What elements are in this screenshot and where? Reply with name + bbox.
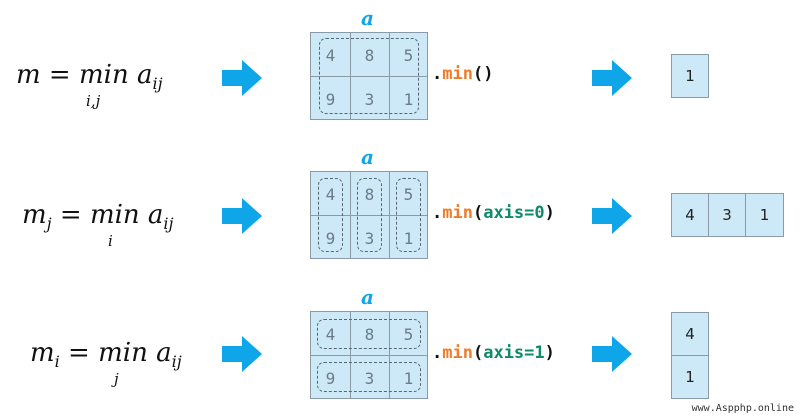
dashed-group [357,178,382,252]
formula-subscript: i [108,232,113,250]
formula-main: mi = min aij [30,338,182,372]
matrix-label: a [361,285,374,309]
result-grid: 4 1 [671,312,709,399]
matrix-cell: 3 [364,89,375,109]
formula-main: mj = min aij [22,200,174,234]
dashed-group [318,178,343,252]
arrow-right-icon [592,60,632,96]
matrix-cell: 1 [403,89,414,109]
matrix-cell: 1 [403,228,414,248]
result-grid: 4 3 1 [671,193,784,237]
matrix-cell: 4 [325,184,336,204]
matrix-cell: 5 [403,45,414,65]
code-expression: .min(axis=1) [432,343,555,363]
arrow-right-icon [592,336,632,372]
dashed-group [317,319,421,349]
arrow-right-icon [222,336,262,372]
formula-subscript: j [114,370,119,388]
result-cell: 4 [672,313,708,356]
arrow-right-icon [222,198,262,234]
matrix-cell: 9 [325,228,336,248]
result-grid: 1 [671,54,709,98]
matrix-cell: 4 [325,324,336,344]
matrix-cell: 5 [403,184,414,204]
arrow-right-icon [592,198,632,234]
result-cell: 4 [672,194,709,236]
code-expression: .min() [432,64,494,84]
matrix-cell: 8 [364,184,375,204]
matrix-grid: 4 8 5 9 3 1 [310,32,428,120]
result-cell: 1 [685,67,695,85]
result-cell: 1 [685,368,695,386]
matrix-grid: 4 8 5 9 3 1 [310,171,428,259]
formula-main: m = min aij [16,60,163,94]
matrix-label: a [361,145,374,169]
matrix-cell: 9 [325,89,336,109]
matrix-grid: 4 8 5 9 3 1 [310,311,428,399]
arrow-right-icon [222,60,262,96]
dashed-group [317,362,421,392]
matrix-cell: 4 [325,45,336,65]
code-expression: .min(axis=0) [432,203,555,223]
dashed-group [319,38,419,114]
formula-subscript: i,j [86,92,101,110]
result-cell: 1 [759,206,770,224]
dashed-group [396,178,421,252]
matrix-cell: 3 [364,368,375,388]
matrix-cell: 1 [403,368,414,388]
matrix-cell: 5 [403,324,414,344]
matrix-cell: 8 [364,324,375,344]
matrix-cell: 8 [364,45,375,65]
formula-row-2: mj = min aij i [0,190,200,250]
watermark: www.Aspphp.online [691,403,794,414]
formula-row-1: m = min aij i,j [0,52,200,112]
matrix-cell: 9 [325,368,336,388]
result-cell: 3 [709,194,746,236]
formula-row-3: mi = min aij j [0,328,200,388]
matrix-label: a [361,6,374,30]
matrix-cell: 3 [364,228,375,248]
